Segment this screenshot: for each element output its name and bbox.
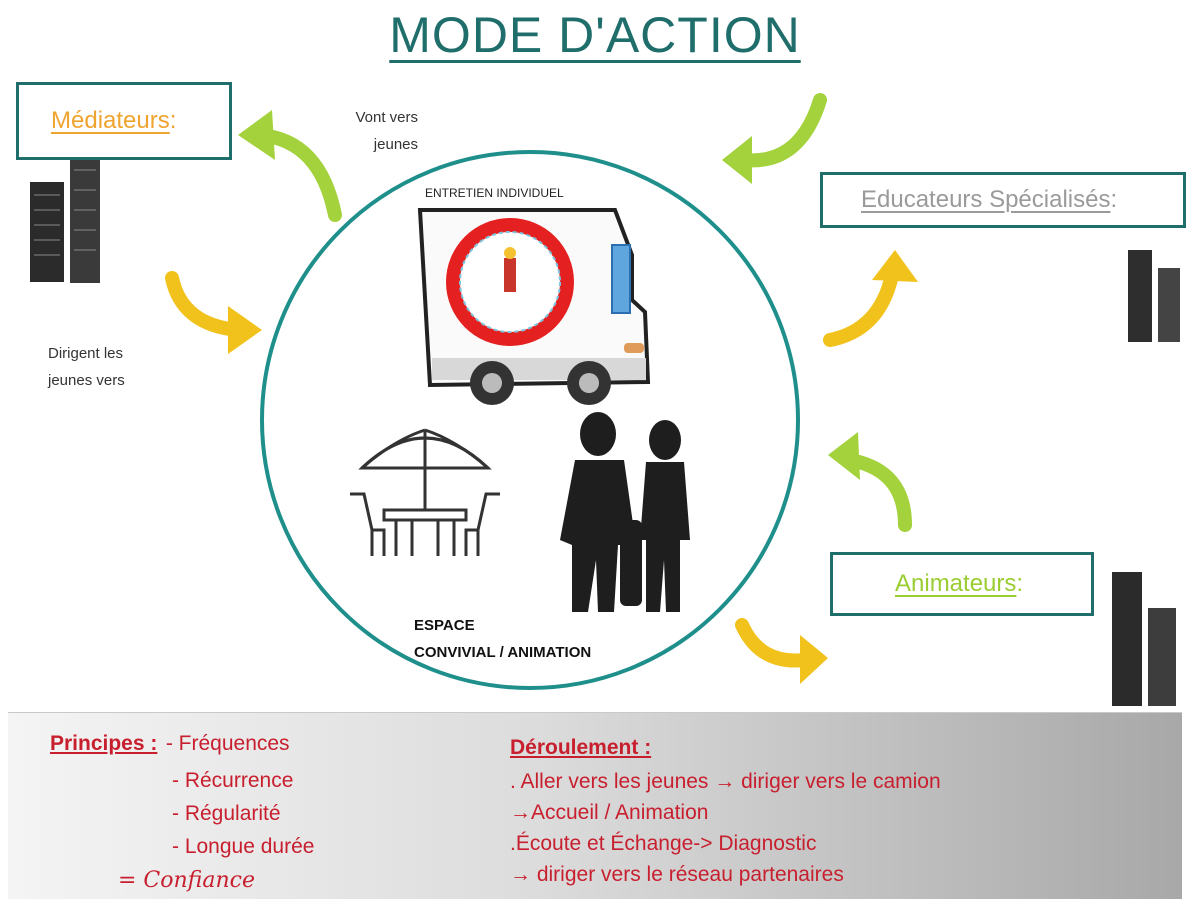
arrow-left-yellow (165, 271, 262, 354)
deroulement-section: Déroulement : (510, 736, 651, 760)
espace-line1: ESPACE (414, 617, 475, 634)
dirigent-line2: jeunes vers (48, 372, 125, 389)
arrow-right-yellow (823, 250, 918, 347)
entretien-label: ENTRETIEN INDIVIDUEL (425, 186, 564, 200)
espace-line2: CONVIVIAL / ANIMATION (414, 644, 592, 661)
confiance-text: = Confiance (118, 868, 255, 893)
title-text: MODE D'ACTION (389, 7, 801, 63)
deroulement-line-1: →Accueil / Animation (510, 801, 709, 824)
dirigent-line1: Dirigent les (48, 345, 124, 362)
deroulement-heading: Déroulement : (510, 736, 652, 759)
truck-icon (417, 208, 651, 405)
arrow-bottom-right-yellow (735, 618, 828, 684)
principes-item-2: - Régularité (172, 802, 281, 825)
arrow-top-left-green (238, 110, 342, 222)
educateurs-label: Educateurs Spécialisés (861, 186, 1111, 213)
arrow-mid-right-green (828, 432, 912, 532)
animateurs-label: Animateurs (895, 570, 1017, 597)
table-umbrella-icon (350, 428, 500, 556)
principes-heading: Principes : (50, 732, 158, 755)
bottom-panel (8, 712, 1182, 899)
mediateurs-colon: : (169, 107, 177, 134)
deroulement-line-3: → diriger vers le réseau partenaires (510, 863, 844, 886)
principes-item-0: - Fréquences (165, 732, 290, 755)
deroulement-line-0: . Aller vers les jeunes → diriger vers l… (510, 770, 941, 793)
animateurs-colon: : (1016, 570, 1024, 597)
buildings-left-icon (30, 155, 100, 283)
buildings-right-bottom-icon (1112, 572, 1176, 706)
educateurs-box: Educateurs Spécialisés : (820, 172, 1186, 228)
principes-list: - Récurrence - Régularité - Longue durée (172, 764, 314, 863)
principes-section: Principes : - Fréquences (50, 732, 290, 764)
central-circle (260, 150, 800, 690)
educateurs-colon: : (1110, 186, 1118, 213)
espace-label: ESPACE CONVIVIAL / ANIMATION (414, 612, 591, 666)
vont-vers-line2: jeunes (373, 136, 418, 153)
arrow-top-right-green (722, 93, 827, 184)
animateurs-box: Animateurs : (830, 552, 1094, 616)
mediateurs-box: Médiateurs : (16, 82, 232, 160)
page-title: MODE D'ACTION (0, 6, 1190, 64)
deroulement-list: . Aller vers les jeunes → diriger vers l… (510, 766, 1150, 890)
principes-item-3: - Longue durée (172, 835, 315, 858)
vont-vers-text: Vont vers jeunes (318, 104, 418, 158)
mediateurs-label: Médiateurs (51, 107, 170, 134)
vont-vers-line1: Vont vers (355, 109, 418, 126)
principes-item-1: - Récurrence (172, 769, 294, 792)
deroulement-line-2: .Écoute et Échange-> Diagnostic (510, 832, 817, 855)
buildings-right-top-icon (1128, 250, 1180, 342)
dirigent-text: Dirigent les jeunes vers (48, 340, 188, 394)
people-silhouette-icon (560, 412, 690, 612)
